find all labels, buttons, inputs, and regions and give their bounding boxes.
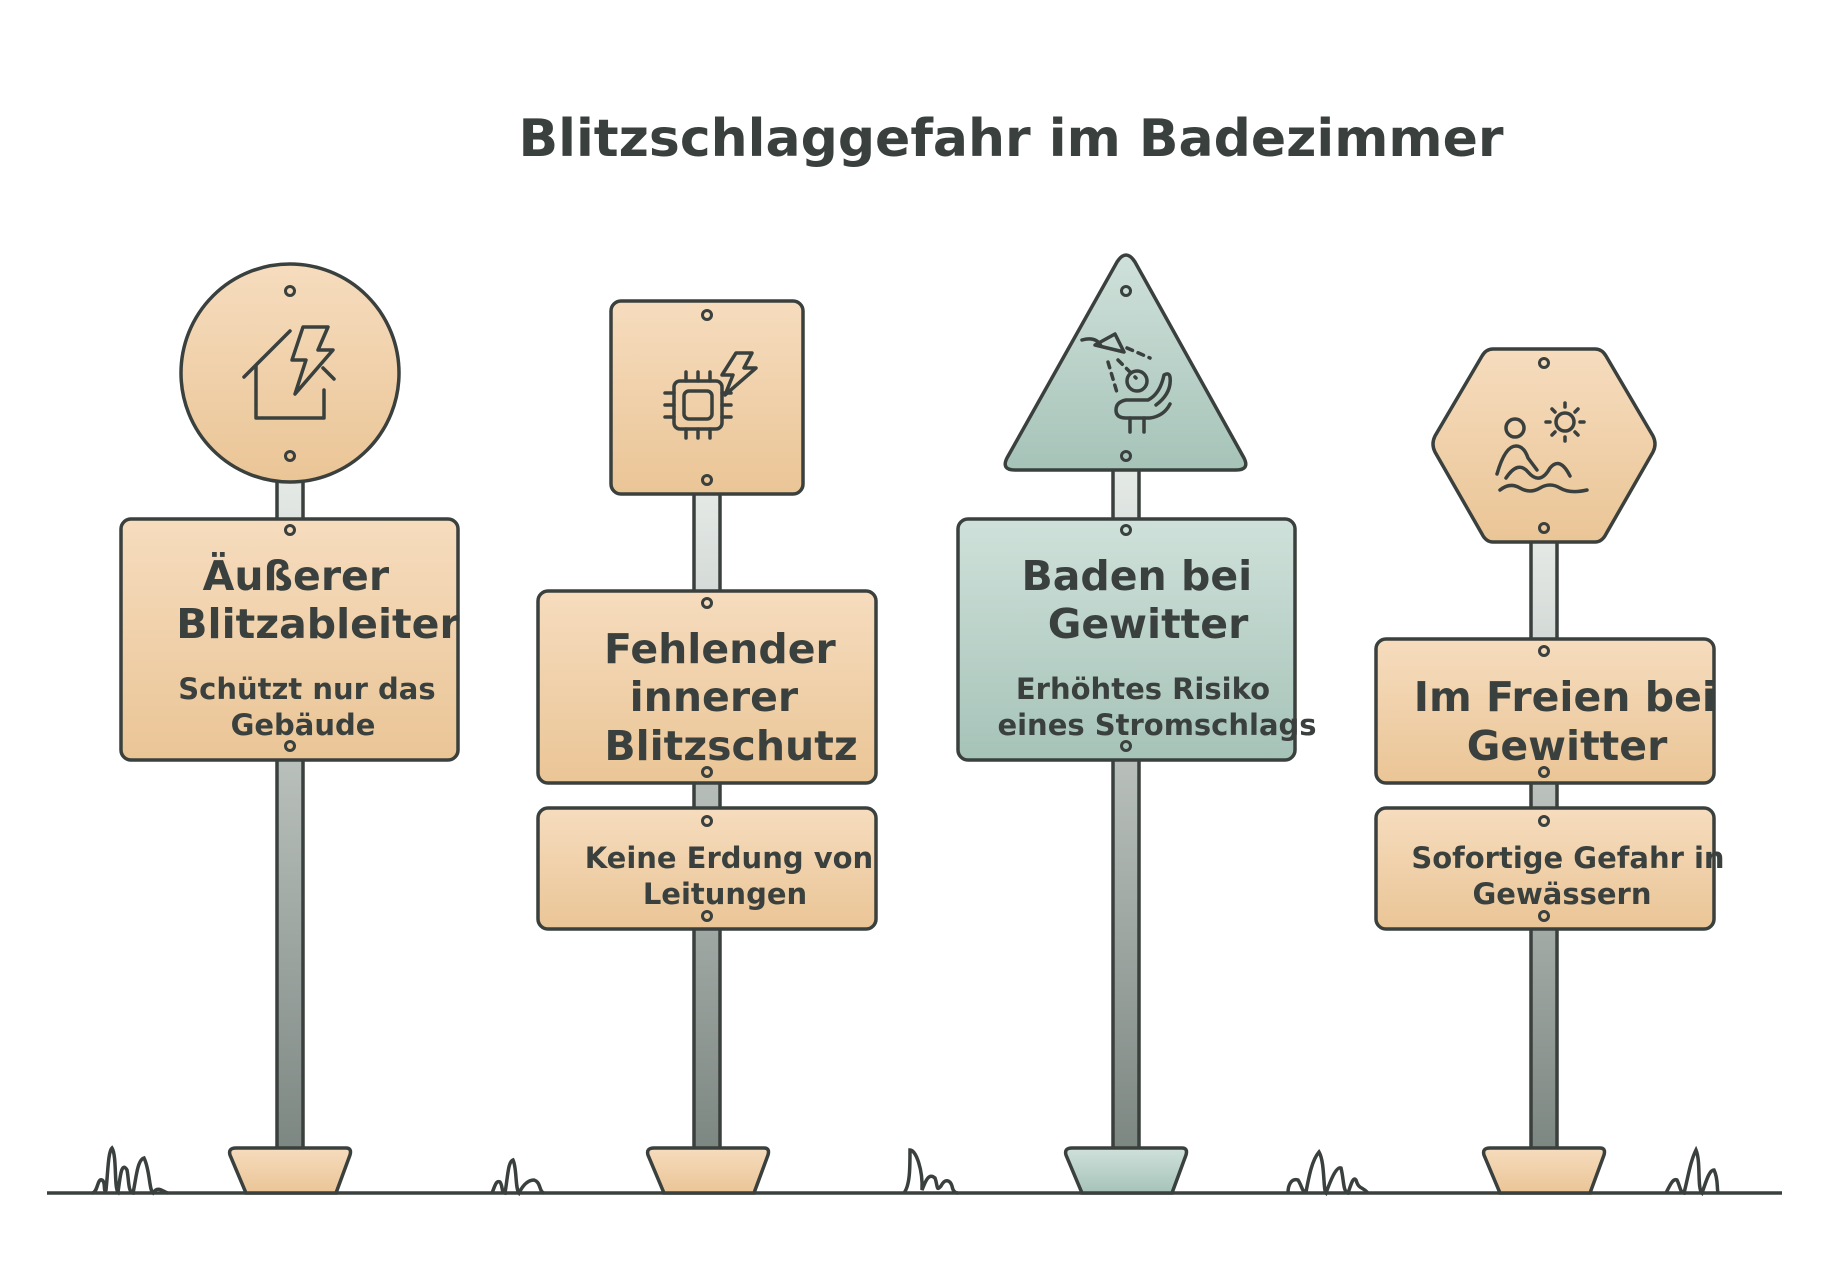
sign-4-heading: Im Freien bei Gewitter [1414, 673, 1730, 770]
sign-post-1: Äußerer Blitzableiter Schützt nur das Ge… [119, 262, 460, 1195]
panel-main [119, 517, 460, 762]
grass-tuft [490, 1157, 545, 1197]
icon-sign-square [609, 299, 805, 496]
grass-tuft [902, 1148, 959, 1195]
sign-post-4: Im Freien bei Gewitter Sofortige Gefahr … [1374, 347, 1734, 1195]
sign-3-description: Erhöhtes Risiko eines Stromschlags [997, 672, 1316, 742]
panel-secondary [536, 806, 878, 931]
sign-1-description: Schützt nur das Gebäude [178, 672, 445, 742]
chip-lightning-icon [663, 351, 758, 440]
sign-1-heading: Äußerer Blitzableiter [176, 552, 460, 648]
grass-tuft [1286, 1149, 1370, 1197]
house-lightning-icon [242, 325, 336, 420]
icon-sign-triangle [1003, 253, 1248, 472]
sign-post-2: Fehlender innerer Blitzschutz Keine Erdu… [536, 299, 884, 1195]
pole-base [227, 1146, 353, 1195]
sign-2-heading: Fehlender innerer Blitzschutz [604, 625, 858, 770]
grass-tuft [91, 1145, 169, 1196]
page-title: Blitzschlaggefahr im Badezimmer [518, 109, 1503, 169]
sign-4-description: Sofortige Gefahr in Gewässern [1411, 841, 1734, 911]
sign-3-heading: Baden bei Gewitter [1021, 552, 1266, 648]
panel-main [1374, 637, 1716, 785]
sign-2-description: Keine Erdung von Leitungen [585, 841, 884, 911]
shower-person-icon [1080, 332, 1172, 434]
pole-base [1063, 1146, 1189, 1195]
icon-sign-hexagon [1431, 347, 1657, 544]
swimmer-sun-icon [1495, 401, 1589, 494]
panel-main [536, 589, 878, 785]
pole-base [1481, 1146, 1607, 1195]
panel-secondary [1374, 806, 1716, 931]
panel-main [956, 517, 1297, 762]
pole-base [645, 1146, 771, 1195]
sign-post-3: Baden bei Gewitter Erhöhtes Risiko eines… [956, 253, 1317, 1195]
grass-tuft [1664, 1145, 1721, 1197]
icon-sign-circle [179, 262, 401, 484]
